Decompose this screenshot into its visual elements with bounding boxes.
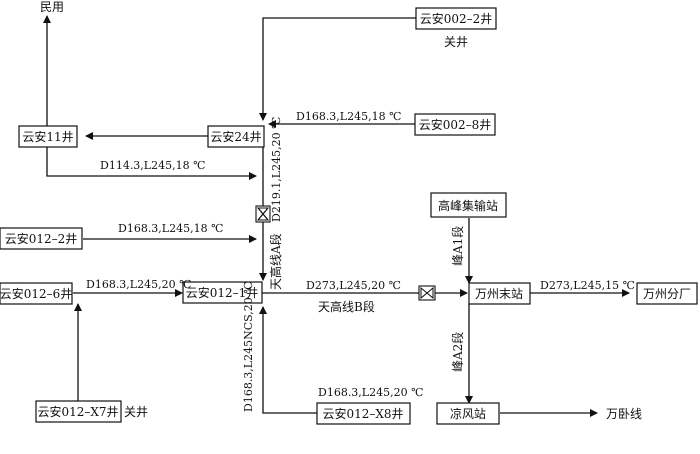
svg-text:云安012–X7井: 云安012–X7井 — [37, 404, 118, 419]
label-pipe-plant: D273,L245,15 ℃ — [540, 279, 635, 292]
label-guanjing-top: 关井 — [444, 35, 468, 49]
label-feng-a1: 峰A1段 — [450, 226, 465, 266]
label-wanwo: 万卧线 — [606, 407, 642, 421]
label-pipe-x8: D168.3,L245,20 ℃ — [318, 386, 423, 399]
label-tiangao-a: 天高线A段 — [268, 233, 283, 290]
node-yunan11: 云安11井 — [18, 125, 78, 148]
svg-text:凉风站: 凉风站 — [450, 406, 486, 421]
pipe-x8 — [259, 306, 317, 414]
pipe-002-2 — [259, 17, 416, 121]
label-pipe-11: D114.3,L245,18 ℃ — [100, 159, 205, 172]
label-pipe-012-2: D168.3,L245,18 ℃ — [118, 222, 223, 235]
node-wanzhou-plant: 万州分厂 — [636, 282, 698, 305]
label-minyong: 民用 — [40, 0, 64, 14]
svg-text:云安11井: 云安11井 — [22, 129, 73, 144]
node-yunan002-8: 云安002–8井 — [414, 113, 496, 136]
node-yunan002-2: 云安002–2井 — [415, 7, 497, 30]
svg-text:云安012–2井: 云安012–2井 — [5, 231, 78, 246]
label-guanjing-x7: 关井 — [124, 405, 148, 419]
node-yunan012-x8: 云安012–X8井 — [316, 402, 411, 425]
node-yunan012-1: 云安012–1井 — [182, 281, 263, 304]
node-gaofeng: 高峰集输站 — [430, 192, 507, 218]
label-feng-a2: 峰A2段 — [450, 332, 465, 372]
label-tiangao-b: 天高线B段 — [318, 299, 375, 314]
svg-text:高峰集输站: 高峰集输站 — [438, 198, 498, 213]
label-pipe-vertical-x8: D168.3,L245NCS,20 ℃ — [242, 281, 255, 412]
svg-text:云安012–1井: 云安012–1井 — [186, 285, 259, 300]
svg-text:云安012–X8井: 云安012–X8井 — [322, 406, 403, 421]
label-pipe-vertical-a: D219.1,L245,20 ℃ — [270, 117, 283, 222]
svg-text:云安012–6井: 云安012–6井 — [0, 286, 72, 301]
svg-text:云安24井: 云安24井 — [210, 129, 261, 144]
svg-text:云安002–2井: 云安002–2井 — [420, 11, 493, 26]
label-pipe-b: D273,L245,20 ℃ — [306, 279, 401, 292]
label-pipe-002-8: D168.3,L245,18 ℃ — [296, 110, 401, 123]
node-yunan012-6: 云安012–6井 — [0, 282, 73, 305]
valve-a-icon — [255, 205, 271, 223]
node-yunan012-x7: 云安012–X7井 — [35, 400, 122, 423]
node-yunan012-2: 云安012–2井 — [0, 227, 83, 250]
svg-text:万州末站: 万州末站 — [475, 287, 523, 301]
node-yunan24: 云安24井 — [207, 125, 265, 148]
node-liangfeng: 凉风站 — [436, 402, 500, 425]
pipe-11-to-trunk — [46, 145, 257, 180]
svg-text:云安002–8井: 云安002–8井 — [419, 117, 492, 132]
node-wanzhou-end: 万州末站 — [468, 282, 531, 305]
svg-text:万州分厂: 万州分厂 — [643, 287, 691, 301]
valve-b-icon — [418, 285, 436, 301]
label-pipe-012-6: D168.3,L245,20 ℃ — [86, 278, 191, 291]
